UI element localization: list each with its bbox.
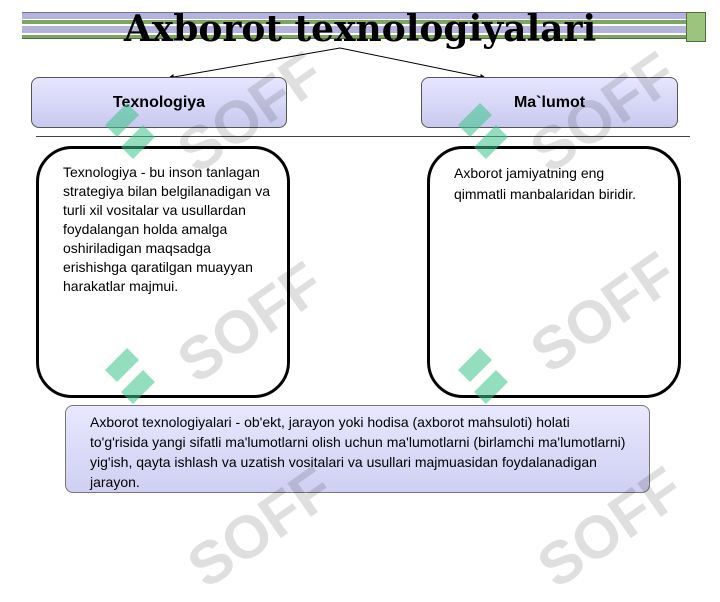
title-band <box>22 35 706 39</box>
title-bar-decoration <box>22 12 706 40</box>
title-band <box>22 20 706 24</box>
malumot-definition-text: Axborot jamiyatning eng qimmatli manbala… <box>454 165 637 202</box>
title-band <box>22 12 706 19</box>
corner-square <box>686 12 706 42</box>
texnologiya-definition-box: Texnologiya - bu inson tanlagan strategi… <box>36 146 290 398</box>
title-band <box>22 26 706 33</box>
malumot-definition-box: Axborot jamiyatning eng qimmatli manbala… <box>427 146 681 398</box>
header-malumot: Ma`lumot <box>421 77 678 128</box>
arrow-to-right <box>339 47 487 80</box>
header-label: Ma`lumot <box>513 93 586 111</box>
slide-title: Axborot texnologiyalari <box>123 8 597 50</box>
header-texnologiya: Texnologiya <box>31 77 287 128</box>
header-label: Texnologiya <box>112 93 206 111</box>
texnologiya-definition-text: Texnologiya - bu inson tanlagan strategi… <box>63 164 271 294</box>
divider-line <box>36 136 690 137</box>
arrow-to-left <box>167 47 341 80</box>
axborot-texnologiyalari-definition-text: Axborot texnologiyalari - ob'ekt, jarayo… <box>90 414 626 490</box>
axborot-texnologiyalari-definition-box: Axborot texnologiyalari - ob'ekt, jarayo… <box>65 405 650 493</box>
